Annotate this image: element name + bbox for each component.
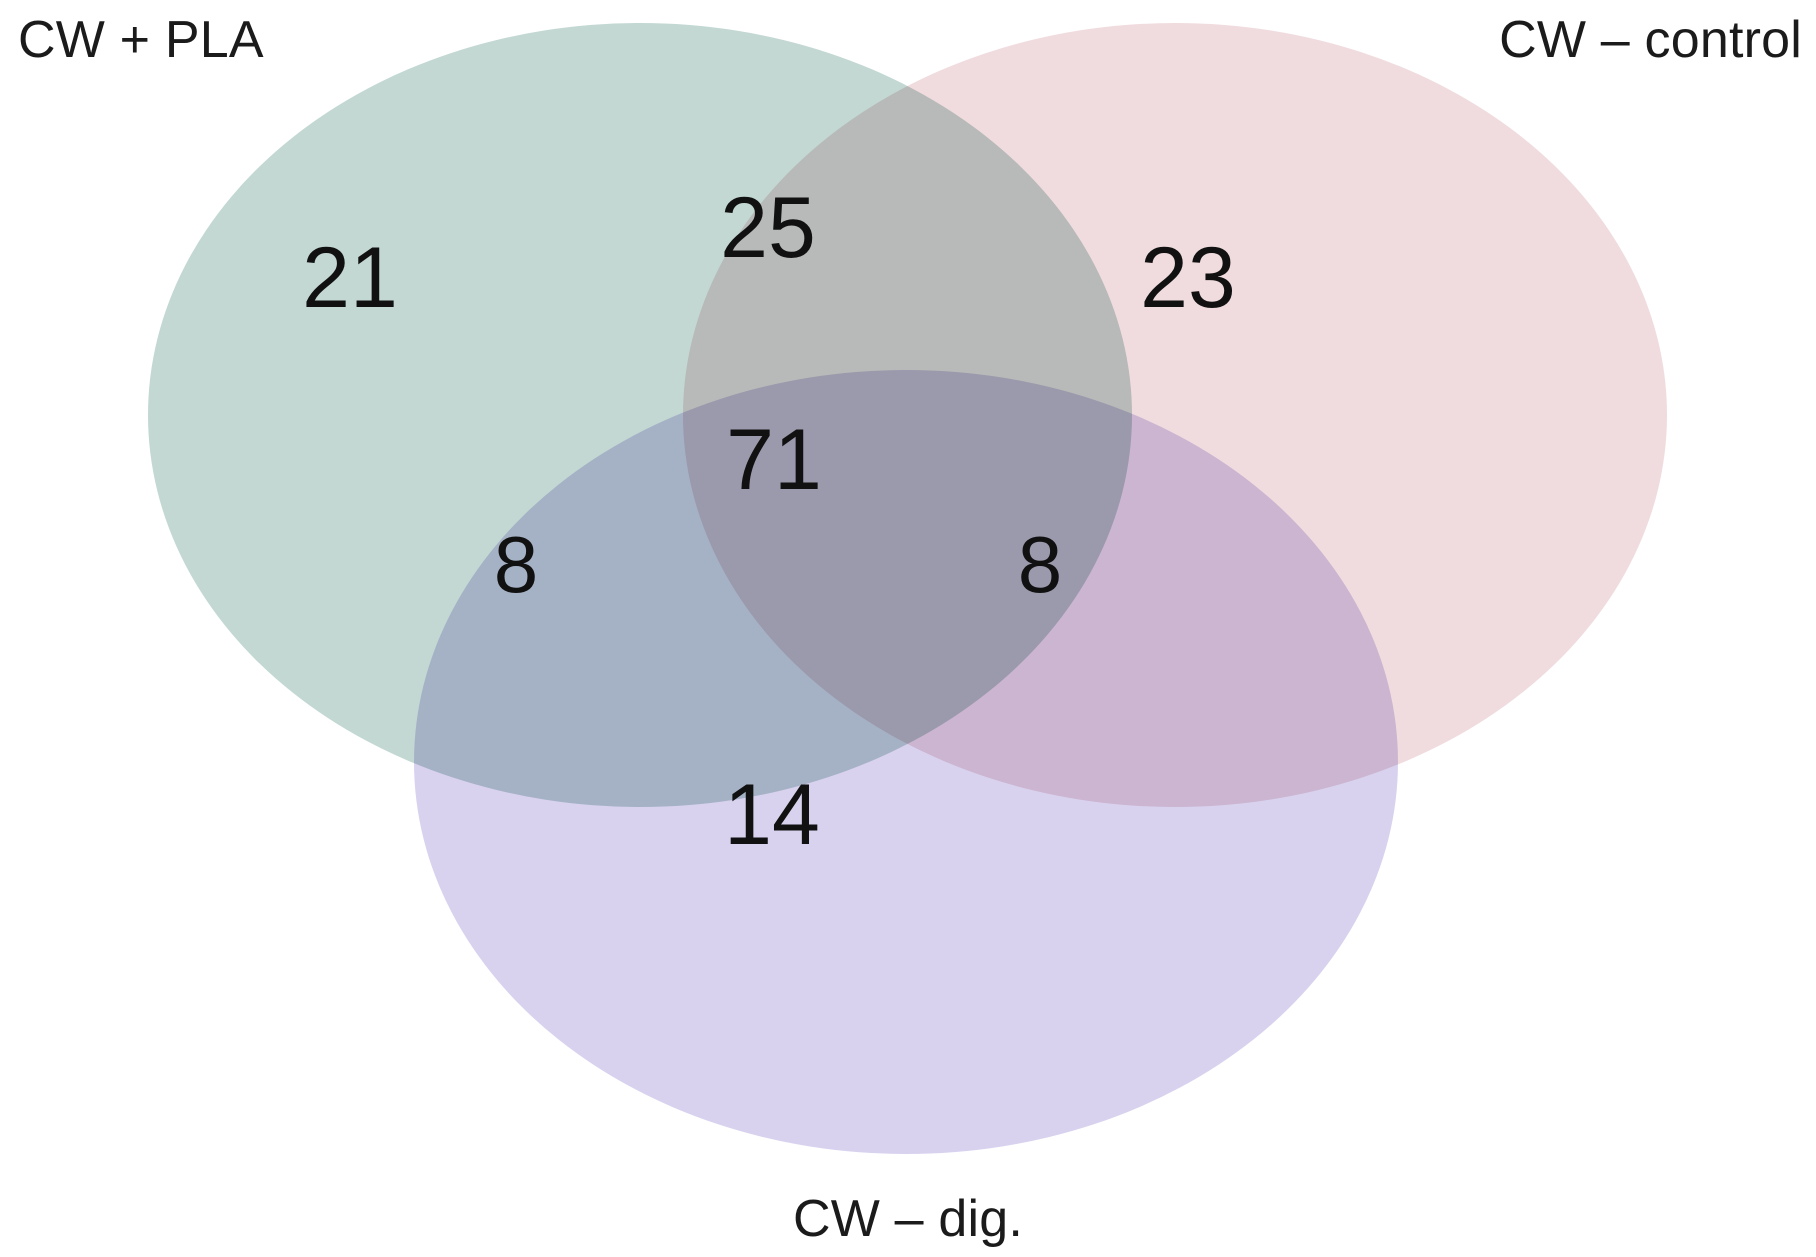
region-count-cw-control-and-cw-dig: 8: [1017, 520, 1063, 609]
set-label-cw-control: CW – control: [1499, 11, 1802, 69]
region-count-cw-pla-and-cw-control: 25: [720, 180, 816, 276]
region-count-cw-control-only: 23: [1140, 230, 1236, 326]
region-count-cw-pla-and-cw-dig: 8: [493, 520, 539, 609]
region-count-cw-dig-only: 14: [724, 767, 820, 863]
set-label-cw-dig: CW – dig.: [792, 1190, 1024, 1248]
set-ellipse-cw-dig: [414, 370, 1398, 1154]
set-label-cw-pla: CW + PLA: [18, 11, 264, 69]
region-count-all-three: 71: [726, 412, 822, 508]
region-count-cw-pla-only: 21: [302, 230, 398, 326]
